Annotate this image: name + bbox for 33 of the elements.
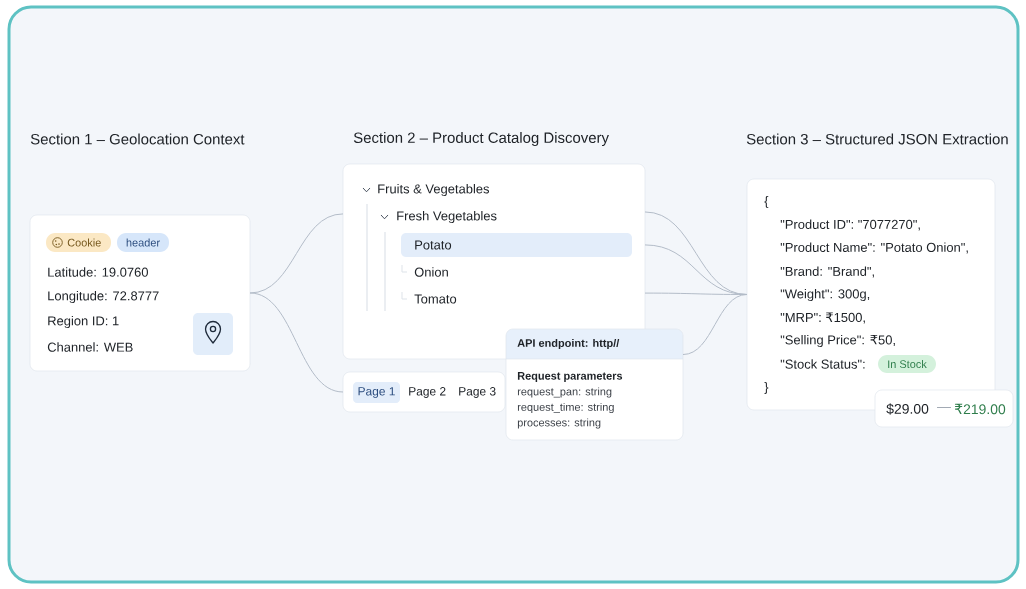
tree-item: Tomato bbox=[414, 294, 457, 304]
price-text: $29.00 bbox=[886, 403, 929, 415]
json-line: "Product Name": "Potato Onion", bbox=[780, 242, 968, 254]
connector-line bbox=[249, 292, 344, 393]
endpoint-text: API endpoint: http// bbox=[517, 338, 620, 350]
section-heading: Section 1 – Geolocation Context bbox=[30, 133, 245, 145]
tree-item: Fruits & Vegetables bbox=[378, 183, 490, 197]
json-line: { bbox=[764, 195, 769, 209]
json-line: "MRP": ₹1500, bbox=[780, 312, 865, 324]
json-line: } bbox=[764, 381, 769, 395]
tree-item: Fresh Vegetables bbox=[397, 210, 497, 224]
field-text: Latitude: 19.0760 bbox=[48, 267, 148, 277]
tree-item: Onion bbox=[414, 267, 448, 277]
json-line: "Weight": 300g, bbox=[780, 288, 870, 302]
json-line: "Brand: "Brand", bbox=[780, 266, 874, 278]
section-heading: Section 2 – Product Catalog Discovery bbox=[353, 132, 609, 146]
selected-row: Potato bbox=[401, 233, 632, 257]
parameter-text: request_time: string bbox=[517, 402, 614, 414]
dash-text: — bbox=[937, 407, 951, 408]
field-text: Longitude: 72.8777 bbox=[48, 290, 159, 304]
section-heading: Section 3 – Structured JSON Extraction bbox=[746, 133, 1008, 145]
connector-line bbox=[682, 294, 748, 355]
parameters-heading: Request parameters bbox=[517, 372, 623, 382]
price-text: ₹219.00 bbox=[954, 403, 1006, 415]
field-text: Channel: WEB bbox=[47, 342, 133, 352]
parameter-text: request_pan: string bbox=[517, 387, 612, 398]
json-line: "Product ID": "7077270", bbox=[780, 219, 920, 231]
page-link: Page 3 bbox=[459, 387, 496, 398]
parameter-text: processes: string bbox=[517, 418, 601, 429]
field-text: Region ID: 1 bbox=[48, 315, 119, 329]
page-link: Page 2 bbox=[409, 387, 446, 398]
json-line: "Stock Status": bbox=[780, 359, 865, 369]
json-line: "Selling Price": ₹50, bbox=[780, 334, 895, 348]
